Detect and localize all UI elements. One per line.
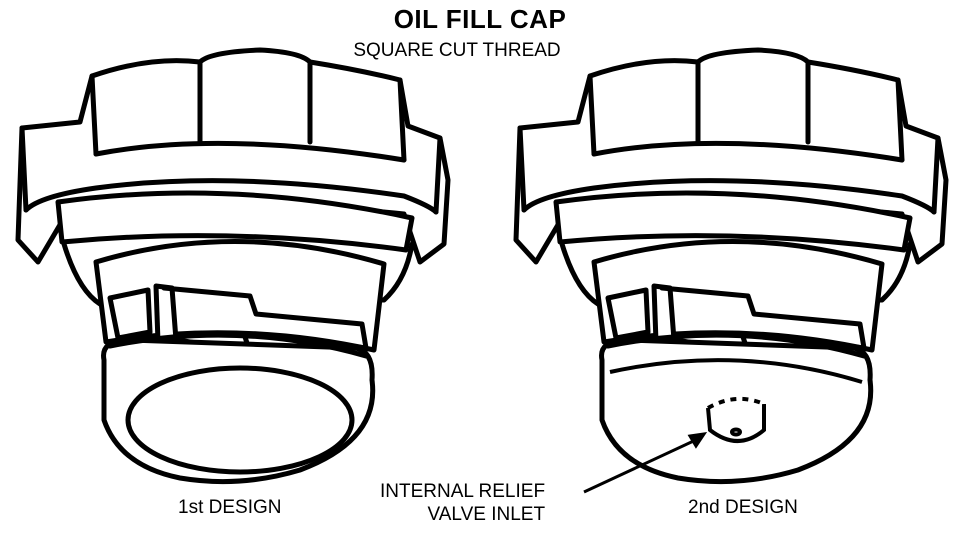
callout-line-2: VALVE INLET xyxy=(427,504,546,525)
cap-2nd-design-label: 2nd DESIGN xyxy=(688,497,798,518)
cap-1st-design xyxy=(18,50,448,482)
callout-leader xyxy=(583,432,708,494)
cap-1st-design-label: 1st DESIGN xyxy=(178,497,282,518)
cap-2nd-design xyxy=(516,50,946,482)
diagram-title: OIL FILL CAP xyxy=(393,4,567,34)
relief-valve-callout: INTERNAL RELIEF VALVE INLET xyxy=(380,480,545,526)
cap-1st-recess xyxy=(125,365,355,475)
diagram-subtitle: SQUARE CUT THREAD xyxy=(353,40,561,61)
relief-valve-inlet xyxy=(706,396,766,443)
callout-line-1: INTERNAL RELIEF xyxy=(380,481,546,502)
